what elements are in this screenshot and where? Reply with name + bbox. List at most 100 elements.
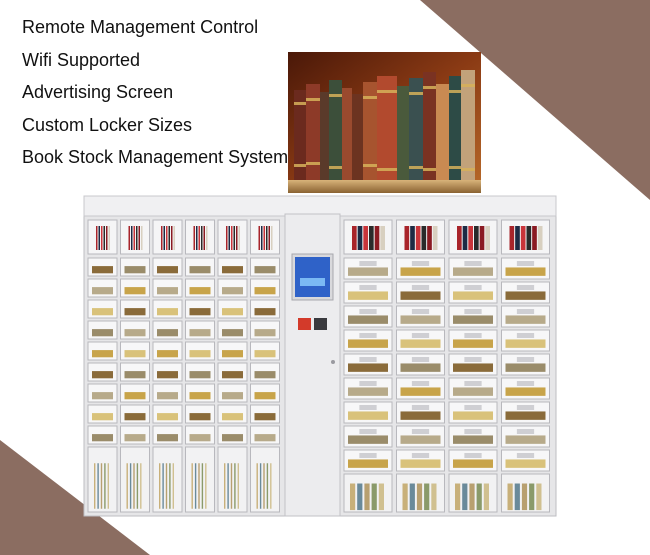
compartment-handle xyxy=(359,357,377,362)
display-book xyxy=(231,226,233,250)
compartment-book xyxy=(92,308,113,316)
compartment-book xyxy=(124,434,146,442)
compartment-handle xyxy=(359,405,377,410)
compartment-handle xyxy=(516,405,535,410)
compartment-book xyxy=(124,266,146,274)
bottom-bay xyxy=(152,446,183,513)
bay-book xyxy=(191,463,193,509)
bay-book xyxy=(227,463,229,509)
feature-item: Wifi Supported xyxy=(22,49,141,70)
compartment-handle xyxy=(464,357,482,362)
compartment-handle xyxy=(516,381,535,386)
compartment-book xyxy=(92,329,113,337)
compartment-book xyxy=(157,392,178,400)
bottom-bay xyxy=(217,446,248,513)
bay-book xyxy=(266,463,269,509)
compartment-handle xyxy=(464,429,482,434)
compartment-book xyxy=(400,315,441,324)
display-book xyxy=(236,226,238,250)
bay-book xyxy=(100,463,103,509)
bay-book xyxy=(483,483,489,511)
compartment-book xyxy=(348,411,388,420)
compartment-handle xyxy=(464,309,482,314)
compartment-book xyxy=(157,329,178,337)
bay-book xyxy=(198,463,200,509)
display-book xyxy=(171,226,173,250)
bay-book xyxy=(224,463,226,509)
compartment-handle xyxy=(516,261,535,266)
compartment-book xyxy=(348,387,388,396)
compartment-book xyxy=(157,266,178,274)
compartment-book xyxy=(222,308,243,316)
compartment-handle xyxy=(464,381,482,386)
display-book xyxy=(161,226,163,250)
book-spine-bands xyxy=(294,84,475,171)
display-book xyxy=(136,226,138,250)
display-book xyxy=(128,226,130,250)
display-book xyxy=(228,226,230,250)
compartment-book xyxy=(189,371,211,379)
display-book xyxy=(410,226,415,250)
compartment-handle xyxy=(359,261,377,266)
bay-book xyxy=(462,483,468,511)
compartment-handle xyxy=(411,405,430,410)
compartment-book xyxy=(254,434,276,442)
display-book xyxy=(479,226,485,250)
compartment-book xyxy=(400,411,441,420)
display-book xyxy=(108,226,110,250)
compartment-book xyxy=(254,308,276,316)
display-book xyxy=(268,226,270,250)
bay-book xyxy=(126,463,128,509)
compartment-handle xyxy=(464,285,482,290)
compartment-book xyxy=(505,363,546,372)
compartment-book xyxy=(222,371,243,379)
compartment-handle xyxy=(516,429,535,434)
display-book xyxy=(106,226,108,250)
display-book xyxy=(380,226,385,250)
compartment-book xyxy=(400,363,441,372)
bay-book xyxy=(97,463,99,509)
display-book xyxy=(141,226,143,250)
bay-book xyxy=(514,483,520,511)
compartment-handle xyxy=(411,429,430,434)
bay-book xyxy=(165,463,168,509)
bay-book xyxy=(107,463,109,509)
book-spines xyxy=(294,70,475,180)
bay-book xyxy=(259,463,262,509)
display-book xyxy=(509,226,515,250)
cabinet-top xyxy=(83,195,557,217)
display-book xyxy=(198,226,200,250)
compartment-book xyxy=(92,287,113,295)
display-book xyxy=(474,226,479,250)
display-book xyxy=(271,226,273,250)
display-book xyxy=(101,226,103,250)
display-book xyxy=(263,226,265,250)
compartment-book xyxy=(505,339,546,348)
compartment-book xyxy=(400,291,441,300)
display-book xyxy=(258,226,260,250)
display-book xyxy=(206,226,208,250)
bay-book xyxy=(455,483,461,511)
compartment-book xyxy=(189,308,211,316)
compartment-book xyxy=(453,459,493,468)
top-right-corner-band xyxy=(420,0,650,200)
bay-book xyxy=(263,463,265,509)
display-book xyxy=(363,226,368,250)
bay-book xyxy=(409,483,415,511)
display-book xyxy=(226,226,228,250)
display-book xyxy=(537,226,543,250)
display-book xyxy=(166,226,168,250)
compartment-book xyxy=(189,350,211,358)
bay-book xyxy=(201,463,204,509)
bay-book xyxy=(194,463,197,509)
compartment-book xyxy=(400,459,441,468)
bay-book xyxy=(364,483,370,511)
bay-book xyxy=(357,483,363,511)
screen-banner xyxy=(300,278,325,286)
bay-book xyxy=(469,483,475,511)
photo-shelf xyxy=(288,180,481,193)
compartment-handle xyxy=(411,333,430,338)
compartment-book xyxy=(222,287,243,295)
compartment-book xyxy=(222,350,243,358)
